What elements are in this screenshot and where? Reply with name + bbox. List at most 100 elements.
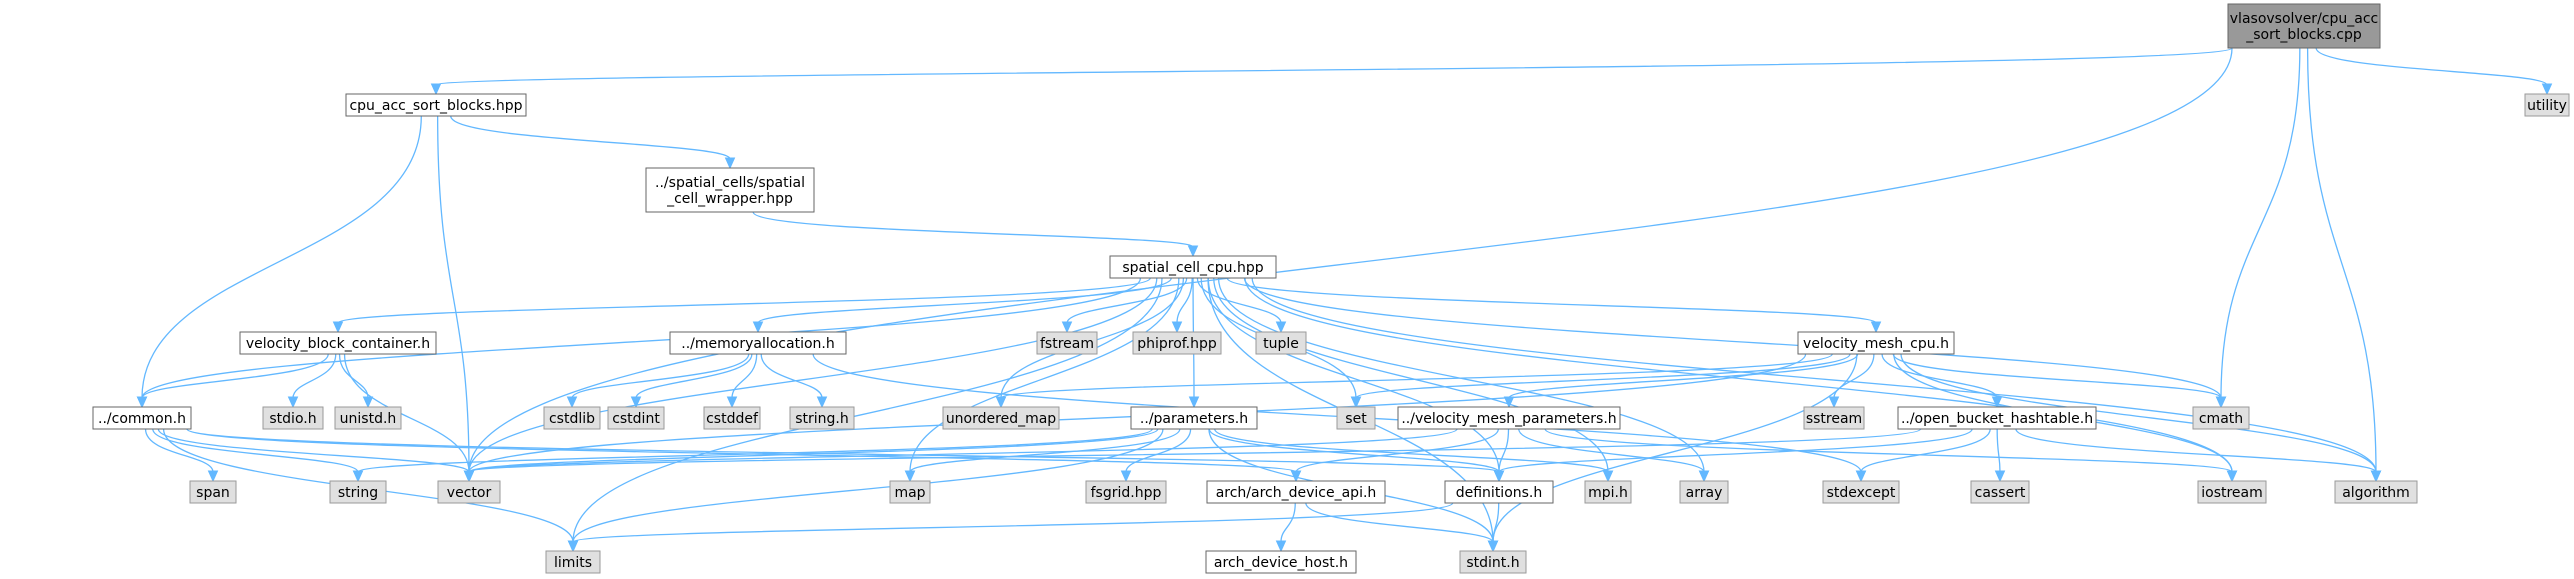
node-box	[437, 480, 501, 504]
edge-arrowhead	[567, 540, 579, 553]
node-cassert[interactable]: cassert	[1970, 480, 2030, 504]
node-phiprof[interactable]: phiprof.hpp	[1132, 331, 1222, 355]
edge-arrowhead	[1991, 396, 2003, 409]
node-tuple[interactable]: tuple	[1255, 331, 1307, 355]
node-box	[545, 550, 601, 574]
node-box	[789, 406, 855, 430]
node-vector[interactable]: vector	[437, 480, 501, 504]
node-span[interactable]: span	[189, 480, 237, 504]
node-label: cstddef	[706, 411, 759, 427]
node-umap[interactable]: unordered_map	[942, 406, 1060, 430]
node-label: vector	[447, 485, 492, 501]
node-vmcpu[interactable]: velocity_mesh_cpu.h	[1797, 331, 1955, 355]
node-box	[239, 331, 437, 355]
node-string[interactable]: string	[329, 480, 387, 504]
edge-memalloc-to-cstdint	[635, 353, 753, 399]
node-box	[1255, 331, 1307, 355]
edge-root-to-vector	[468, 47, 2233, 473]
node-common[interactable]: ../common.h	[92, 406, 192, 430]
node-obh[interactable]: ../open_bucket_hashtable.h	[1897, 406, 2097, 430]
node-fstream[interactable]: fstream	[1036, 331, 1098, 355]
edge-arrowhead	[630, 396, 642, 409]
node-wrapper[interactable]: ../spatial_cells/spatial_cell_wrapper.hp…	[645, 167, 815, 213]
node-vbc[interactable]: velocity_block_container.h	[239, 331, 437, 355]
node-cstdlib[interactable]: cstdlib	[543, 406, 601, 430]
node-fsgrid[interactable]: fsgrid.hpp	[1085, 480, 1167, 504]
edge-arrowhead	[752, 321, 764, 334]
node-label: ../common.h	[98, 411, 186, 427]
edge-arrowhead	[2370, 470, 2382, 483]
edge-arrowhead	[1493, 470, 1505, 483]
node-archhost[interactable]: arch_device_host.h	[1205, 550, 1357, 574]
node-unistd[interactable]: unistd.h	[334, 406, 402, 430]
node-box	[942, 406, 1060, 430]
edge-scc-to-algorithm	[1251, 277, 2377, 473]
node-map[interactable]: map	[889, 480, 931, 504]
node-stdexcept[interactable]: stdexcept	[1822, 480, 1900, 504]
node-array[interactable]: array	[1679, 480, 1729, 504]
node-cstddef[interactable]: cstddef	[703, 406, 761, 430]
node-stdint[interactable]: stdint.h	[1459, 550, 1527, 574]
node-utility[interactable]: utility	[2524, 93, 2570, 117]
edge-arrowhead	[1120, 470, 1132, 483]
edge-vmcpu-to-obh	[1881, 353, 1998, 399]
node-limits[interactable]: limits	[545, 550, 601, 574]
edge-scc-to-vmcpu	[1226, 277, 1877, 324]
node-label: array	[1686, 485, 1723, 501]
node-label: arch_device_host.h	[1214, 555, 1348, 571]
node-set[interactable]: set	[1336, 406, 1376, 430]
node-label: velocity_block_container.h	[246, 336, 430, 352]
edge-root-to-utility	[2315, 47, 2548, 86]
node-box	[889, 480, 931, 504]
node-box	[262, 406, 324, 430]
node-label: stdint.h	[1466, 555, 1519, 571]
edge-arrowhead	[2215, 396, 2227, 409]
node-archapi[interactable]: arch/arch_device_api.h	[1206, 480, 1386, 504]
edge-arrowhead	[1870, 321, 1882, 334]
edge-arrowhead	[136, 396, 148, 409]
node-memalloc[interactable]: ../memoryallocation.h	[669, 331, 847, 355]
node-cmath[interactable]: cmath	[2192, 406, 2250, 430]
edge-arrowhead	[1350, 396, 1362, 409]
node-params[interactable]: ../parameters.h	[1130, 406, 1258, 430]
edge-common-to-string	[152, 428, 359, 473]
node-label: string	[338, 485, 378, 501]
node-defs[interactable]: definitions.h	[1444, 480, 1554, 504]
node-label: map	[894, 485, 925, 501]
edge-obh-to-vector	[468, 428, 1922, 473]
node-box	[1130, 406, 1258, 430]
edges-layer	[136, 47, 2553, 553]
node-label: tuple	[1263, 336, 1299, 352]
edge-memalloc-to-cstdlib	[571, 353, 750, 399]
node-stdio[interactable]: stdio.h	[262, 406, 324, 430]
node-mpi[interactable]: mpi.h	[1584, 480, 1632, 504]
node-label: string.h	[795, 411, 849, 427]
node-label: unistd.h	[340, 411, 397, 427]
edge-arrowhead	[566, 396, 578, 409]
node-label: set	[1345, 411, 1367, 427]
node-scc[interactable]: spatial_cell_cpu.hpp	[1109, 255, 1277, 279]
node-root[interactable]: vlasovsolver/cpu_acc_sort_blocks.cpp	[2227, 3, 2381, 49]
edge-archapi-to-archhost	[1280, 502, 1296, 543]
edge-arrowhead	[207, 470, 219, 483]
edge-scc-to-common	[141, 277, 1142, 399]
node-box	[1797, 331, 1955, 355]
node-box	[607, 406, 665, 430]
node-box	[92, 406, 192, 430]
edge-arrowhead	[1698, 470, 1710, 483]
node-algorithm[interactable]: algorithm	[2334, 480, 2418, 504]
edge-vbc-to-common	[141, 353, 329, 399]
node-label: stdexcept	[1827, 485, 1896, 501]
node-sstream[interactable]: sstream	[1803, 406, 1865, 430]
node-box	[703, 406, 761, 430]
node-vmparams[interactable]: ../velocity_mesh_parameters.h	[1397, 406, 1621, 430]
node-label: velocity_mesh_cpu.h	[1803, 336, 1949, 352]
node-label: stdio.h	[269, 411, 316, 427]
edge-defs-to-stdint	[1492, 502, 1500, 543]
node-iostream[interactable]: iostream	[2197, 480, 2267, 504]
node-stringh[interactable]: string.h	[789, 406, 855, 430]
node-cstdint[interactable]: cstdint	[607, 406, 665, 430]
node-sortblocks[interactable]: cpu_acc_sort_blocks.hpp	[345, 93, 527, 117]
edge-vmcpu-to-stdint	[1492, 353, 1858, 543]
